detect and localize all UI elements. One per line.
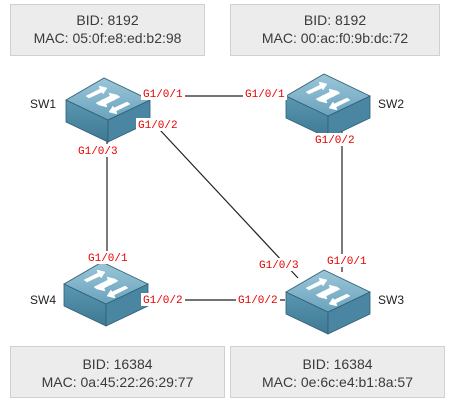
- sw3-info-box: BID: 16384 MAC: 0e:6c:e4:b1:8a:57: [230, 346, 445, 398]
- link-sw1-sw3: [159, 129, 299, 279]
- switch-sw3-icon: [285, 269, 371, 335]
- sw1-name: SW1: [30, 97, 56, 111]
- sw3-bid: BID: 16384: [302, 356, 373, 372]
- port-label-sw2-g101: G1/0/1: [245, 89, 285, 101]
- port-label-sw2-g102: G1/0/2: [315, 135, 355, 147]
- sw4-bid: BID: 16384: [82, 356, 153, 372]
- switch-sw1-icon: [65, 77, 151, 143]
- sw2-info-box: BID: 8192 MAC: 00:ac:f0:9b:dc:72: [230, 4, 440, 56]
- port-label-sw3-g102: G1/0/2: [238, 295, 278, 307]
- port-label-sw1-g102: G1/0/2: [138, 120, 178, 132]
- sw2-name: SW2: [378, 97, 404, 111]
- port-label-sw4-g102: G1/0/2: [143, 295, 183, 307]
- sw2-mac: MAC: 00:ac:f0:9b:dc:72: [261, 30, 409, 46]
- sw4-name: SW4: [30, 293, 56, 307]
- port-label-sw1-g101: G1/0/1: [143, 89, 183, 101]
- sw1-bid: BID: 8192: [76, 12, 139, 28]
- sw4-mac: MAC: 0a:45:22:26:29:77: [41, 374, 194, 390]
- switch-sw2-icon: [285, 73, 371, 139]
- port-label-sw3-g103: G1/0/3: [259, 260, 299, 272]
- sw4-info-box: BID: 16384 MAC: 0a:45:22:26:29:77: [10, 346, 225, 398]
- port-label-sw4-g101: G1/0/1: [88, 253, 128, 265]
- sw1-mac: MAC: 05:0f:e8:ed:b2:98: [33, 30, 182, 46]
- sw1-info-box: BID: 8192 MAC: 05:0f:e8:ed:b2:98: [10, 4, 205, 56]
- sw3-name: SW3: [378, 293, 404, 307]
- sw2-bid: BID: 8192: [303, 12, 367, 28]
- port-label-sw3-g101: G1/0/1: [327, 256, 367, 268]
- switch-sw4-icon: [63, 261, 149, 327]
- sw3-mac: MAC: 0e:6c:e4:b1:8a:57: [262, 374, 413, 390]
- port-label-sw1-g103: G1/0/3: [78, 146, 118, 158]
